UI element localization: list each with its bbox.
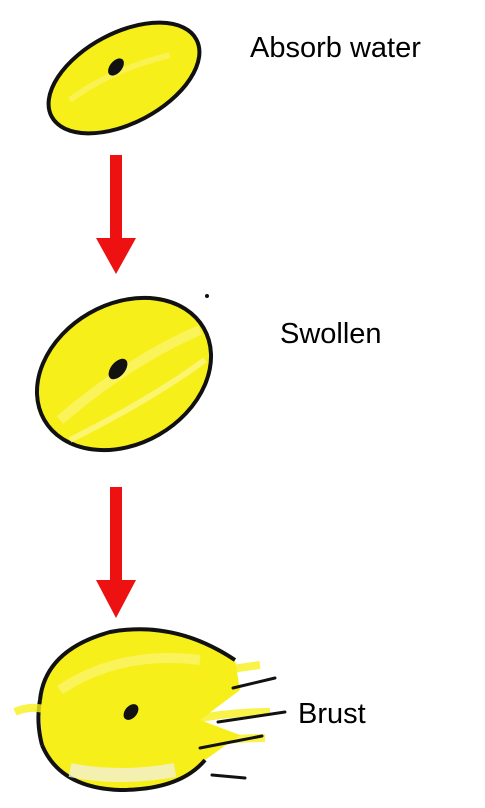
stage-label-burst: Brust: [298, 700, 366, 729]
stage-label-swollen: Swollen: [280, 320, 382, 349]
swollen-cell: [9, 267, 238, 480]
arrow-down-1: [96, 155, 136, 274]
bursting-cell: [15, 629, 285, 790]
stage-label-absorb-water: Absorb water: [250, 34, 421, 63]
normal-cell: [30, 0, 217, 156]
arrow-down-2: [96, 487, 136, 618]
